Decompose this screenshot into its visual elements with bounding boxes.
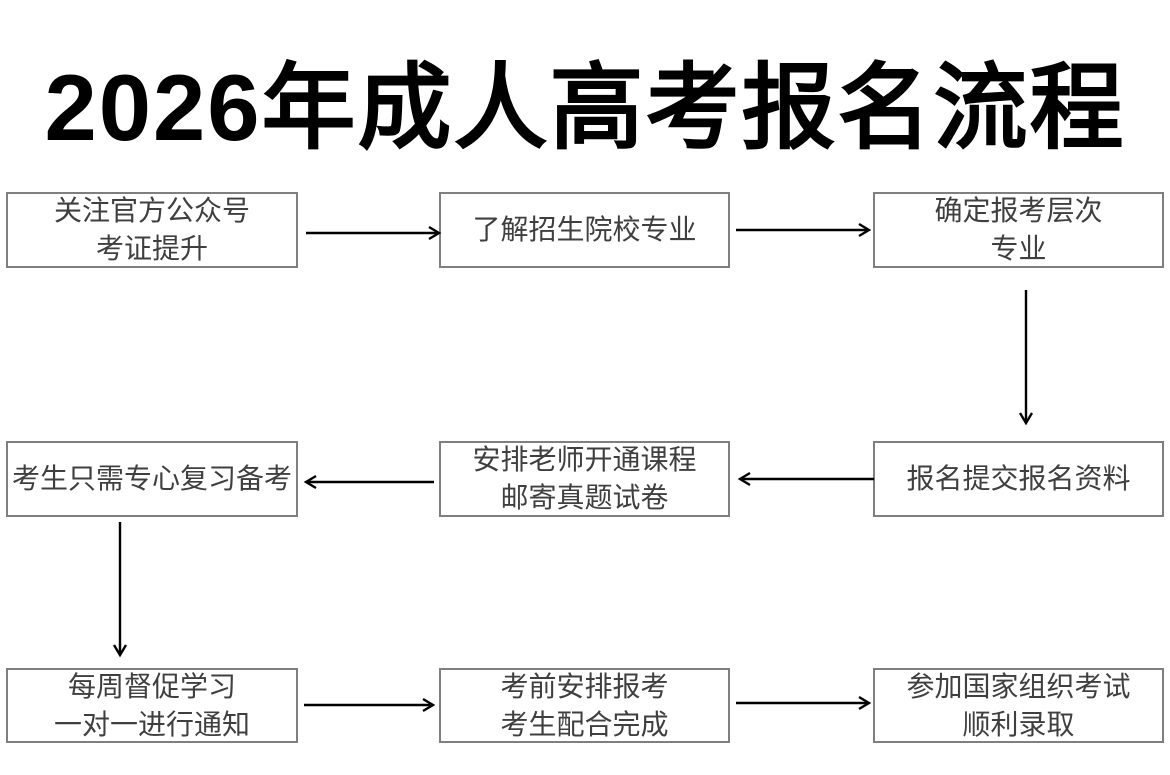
- node-text-line: 关注官方公众号: [53, 195, 250, 226]
- node-text-line: 每周督促学习: [67, 670, 236, 702]
- flow-node-step2: 了解招生院校专业: [439, 192, 730, 268]
- arrow-step6-to-step7-icon: [112, 522, 128, 658]
- flow-node-step4: 报名提交报名资料: [873, 441, 1164, 517]
- node-text-line: 考证提升: [95, 233, 208, 264]
- node-text-line: 安排老师开通课程: [472, 444, 697, 475]
- arrow-step3-to-step4-icon: [1018, 290, 1034, 426]
- node-text-line: 考生配合完成: [500, 708, 669, 740]
- flow-node-step1: 关注官方公众号 考证提升: [6, 192, 298, 268]
- node-text-line: 一对一进行通知: [53, 708, 250, 740]
- flow-node-step3: 确定报考层次 专业: [873, 192, 1164, 268]
- flow-node-step8: 考前安排报考 考生配合完成: [439, 668, 730, 743]
- flow-node-step6: 考生只需专心复习备考: [6, 441, 298, 517]
- node-text-line: 了解招生院校专业: [472, 214, 697, 245]
- arrow-step8-to-step9-icon: [736, 695, 872, 711]
- arrow-step5-to-step6-icon: [303, 474, 434, 490]
- flow-node-step5: 安排老师开通课程 邮寄真题试卷: [439, 441, 730, 517]
- flow-node-step9: 参加国家组织考试 顺利录取: [873, 668, 1164, 743]
- flow-node-step7: 每周督促学习 一对一进行通知: [6, 668, 298, 743]
- arrow-step1-to-step2-icon: [306, 225, 442, 241]
- arrow-step4-to-step5-icon: [737, 471, 874, 487]
- arrow-step2-to-step3-icon: [736, 222, 872, 238]
- arrow-step7-to-step8-icon: [304, 697, 436, 713]
- node-text-line: 邮寄真题试卷: [500, 482, 669, 513]
- node-text-line: 考生只需专心复习备考: [11, 463, 292, 494]
- node-text-line: 确定报考层次: [934, 195, 1103, 226]
- node-text-line: 报名提交报名资料: [906, 463, 1131, 494]
- node-text-line: 顺利录取: [962, 708, 1075, 740]
- page-title: 2026年成人高考报名流程: [44, 55, 1126, 160]
- node-text-line: 参加国家组织考试: [906, 670, 1131, 702]
- node-text-line: 考前安排报考: [500, 670, 669, 702]
- node-text-line: 专业: [990, 233, 1047, 264]
